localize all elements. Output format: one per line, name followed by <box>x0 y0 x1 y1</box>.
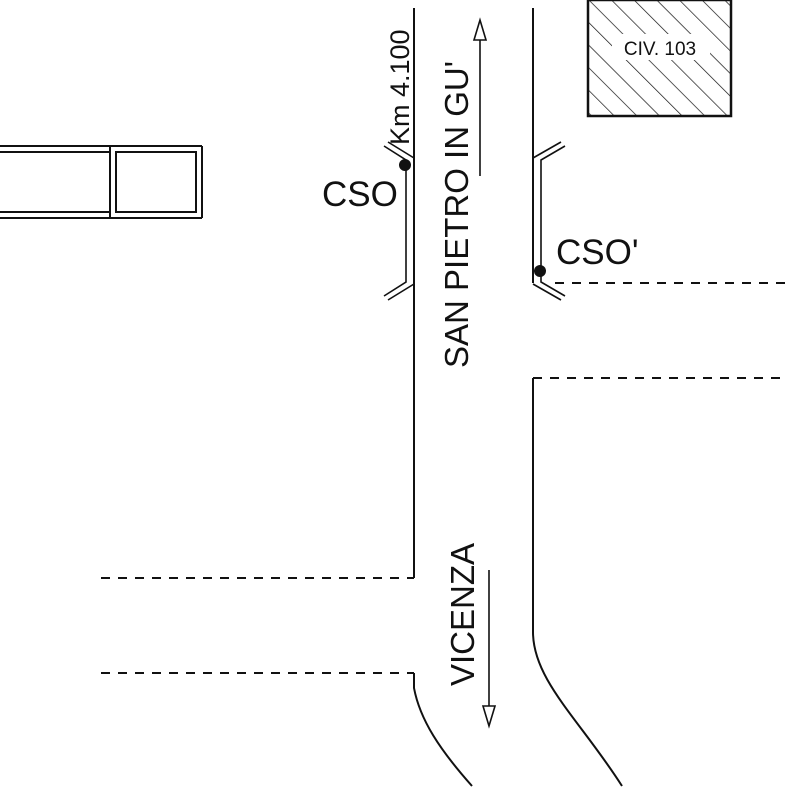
side-roads <box>101 282 788 674</box>
cso-right-point-icon <box>534 265 546 277</box>
guardrail-right <box>532 141 566 301</box>
guardrail-left <box>383 141 415 301</box>
road-name-north: SAN PIETRO IN GU' <box>438 61 475 368</box>
building-civ-103: CIV. 103 <box>586 0 733 118</box>
north-arrow-icon <box>472 17 488 176</box>
south-arrow-icon <box>481 570 497 729</box>
left-structure <box>0 145 203 219</box>
road-west-edge-south <box>413 673 473 787</box>
cso-left-label: CSO <box>322 175 398 214</box>
building-label: CIV. 103 <box>624 39 696 60</box>
road-edges <box>413 8 623 787</box>
km-marker-label: Km 4.100 <box>385 29 415 145</box>
cso-left-point-icon <box>399 159 411 171</box>
road-name-south: VICENZA <box>444 543 481 686</box>
cso-right-label: CSO' <box>556 233 639 272</box>
road-east-edge-south <box>532 378 623 787</box>
